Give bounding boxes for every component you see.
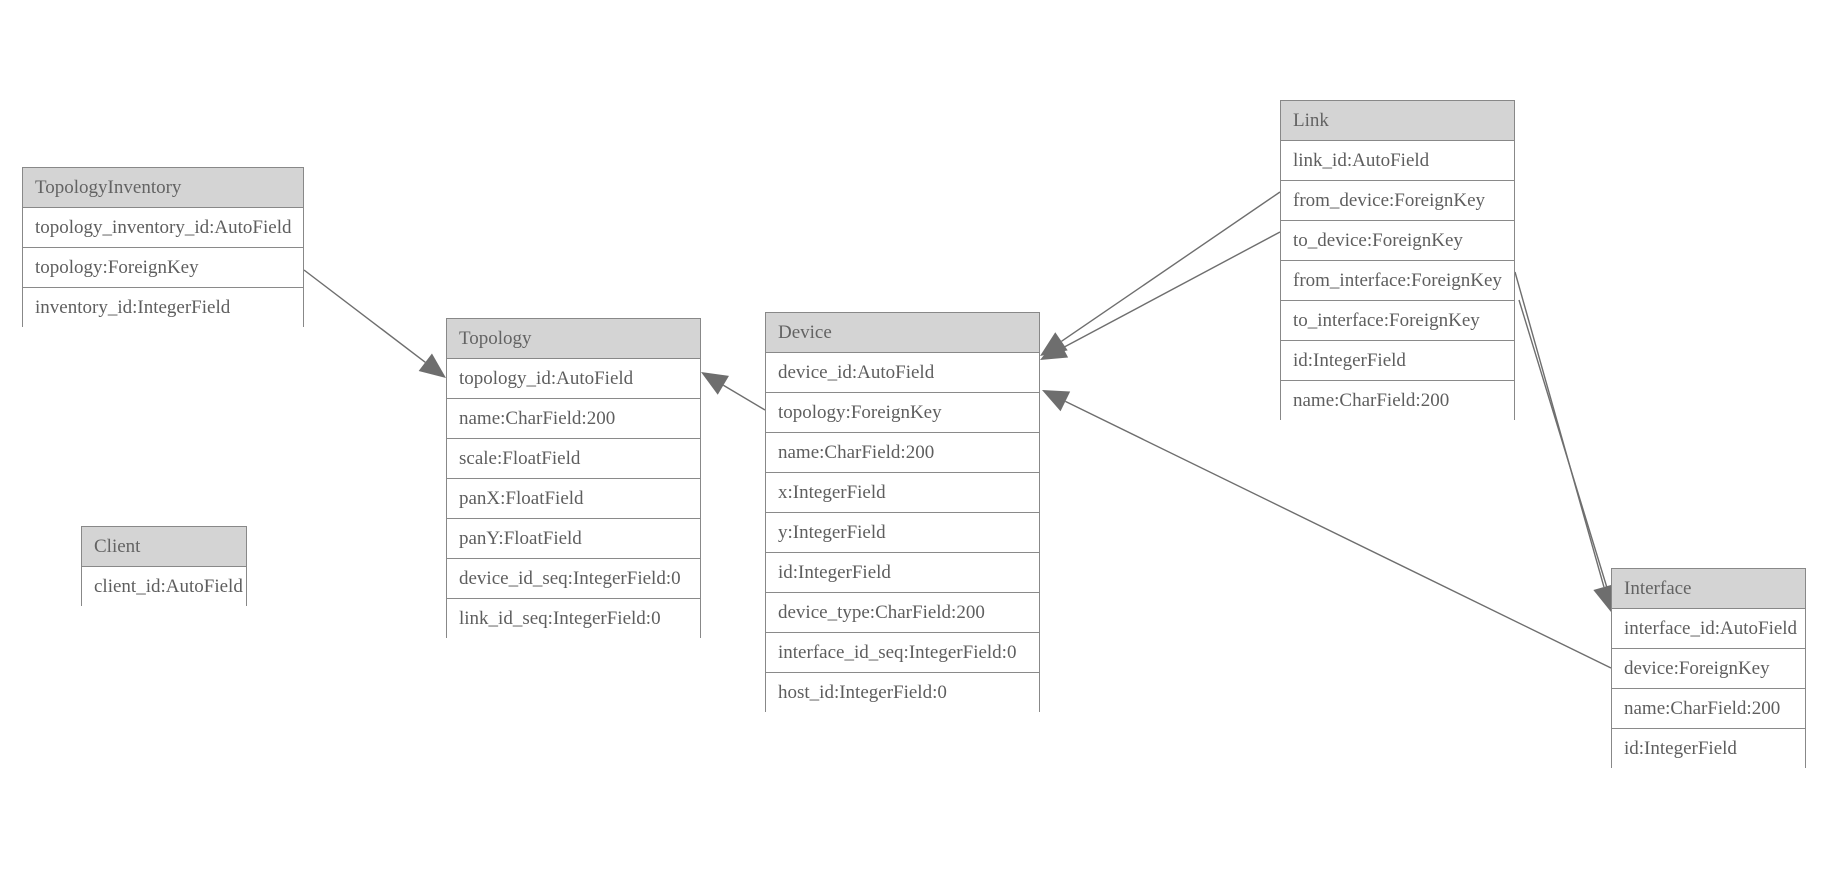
entity-field-row: link_id_seq:IntegerField:0 — [447, 599, 700, 639]
relationship-arrowhead — [1040, 338, 1069, 360]
entity-field-row: topology_id:AutoField — [447, 359, 700, 399]
entity-field-row: name:CharField:200 — [766, 433, 1039, 473]
entity-field-row: topology:ForeignKey — [766, 393, 1039, 433]
entity-field-row: x:IntegerField — [766, 473, 1039, 513]
entity-title-interface: Interface — [1612, 569, 1805, 609]
entity-field-row: from_device:ForeignKey — [1281, 181, 1514, 221]
entity-title-topology: Topology — [447, 319, 700, 359]
entity-title-device: Device — [766, 313, 1039, 353]
entity-field-row: to_interface:ForeignKey — [1281, 301, 1514, 341]
entity-field-row: panY:FloatField — [447, 519, 700, 559]
entity-field-row: interface_id_seq:IntegerField:0 — [766, 633, 1039, 673]
entity-field-row: host_id:IntegerField:0 — [766, 673, 1039, 713]
entity-field-row: scale:FloatField — [447, 439, 700, 479]
entity-field-row: name:CharField:200 — [1281, 381, 1514, 421]
relationship-arrowhead — [701, 372, 729, 395]
entity-field-row: topology_inventory_id:AutoField — [23, 208, 303, 248]
relationship-line — [1065, 400, 1612, 669]
entity-field-row: id:IntegerField — [766, 553, 1039, 593]
entity-field-row: id:IntegerField — [1612, 729, 1805, 769]
entity-field-row: link_id:AutoField — [1281, 141, 1514, 181]
entity-field-row: device_type:CharField:200 — [766, 593, 1039, 633]
entity-title-client: Client — [82, 527, 246, 567]
entity-field-row: id:IntegerField — [1281, 341, 1514, 381]
relationship-line — [1514, 271, 1605, 588]
relationship-line — [303, 269, 426, 363]
relationship-arrowhead — [418, 353, 446, 378]
entity-field-row: y:IntegerField — [766, 513, 1039, 553]
entity-field-row: interface_id:AutoField — [1612, 609, 1805, 649]
relationship-arrowhead — [1040, 332, 1068, 356]
entity-field-row: device_id:AutoField — [766, 353, 1039, 393]
entity-field-row: device:ForeignKey — [1612, 649, 1805, 689]
relationship-line — [1062, 231, 1281, 349]
relationship-line — [1518, 299, 1609, 590]
entity-field-row: name:CharField:200 — [447, 399, 700, 439]
relationship-arrowhead — [1042, 390, 1071, 412]
entity-field-row: panX:FloatField — [447, 479, 700, 519]
entity-title-topology_inventory: TopologyInventory — [23, 168, 303, 208]
entity-field-row: inventory_id:IntegerField — [23, 288, 303, 328]
entity-field-row: topology:ForeignKey — [23, 248, 303, 288]
entity-field-row: client_id:AutoField — [82, 567, 246, 607]
entity-title-link: Link — [1281, 101, 1514, 141]
relationship-line — [722, 384, 766, 411]
entity-field-row: to_device:ForeignKey — [1281, 221, 1514, 261]
entity-field-row: device_id_seq:IntegerField:0 — [447, 559, 700, 599]
relationship-line — [1061, 191, 1281, 342]
entity-field-row: from_interface:ForeignKey — [1281, 261, 1514, 301]
entity-field-row: name:CharField:200 — [1612, 689, 1805, 729]
